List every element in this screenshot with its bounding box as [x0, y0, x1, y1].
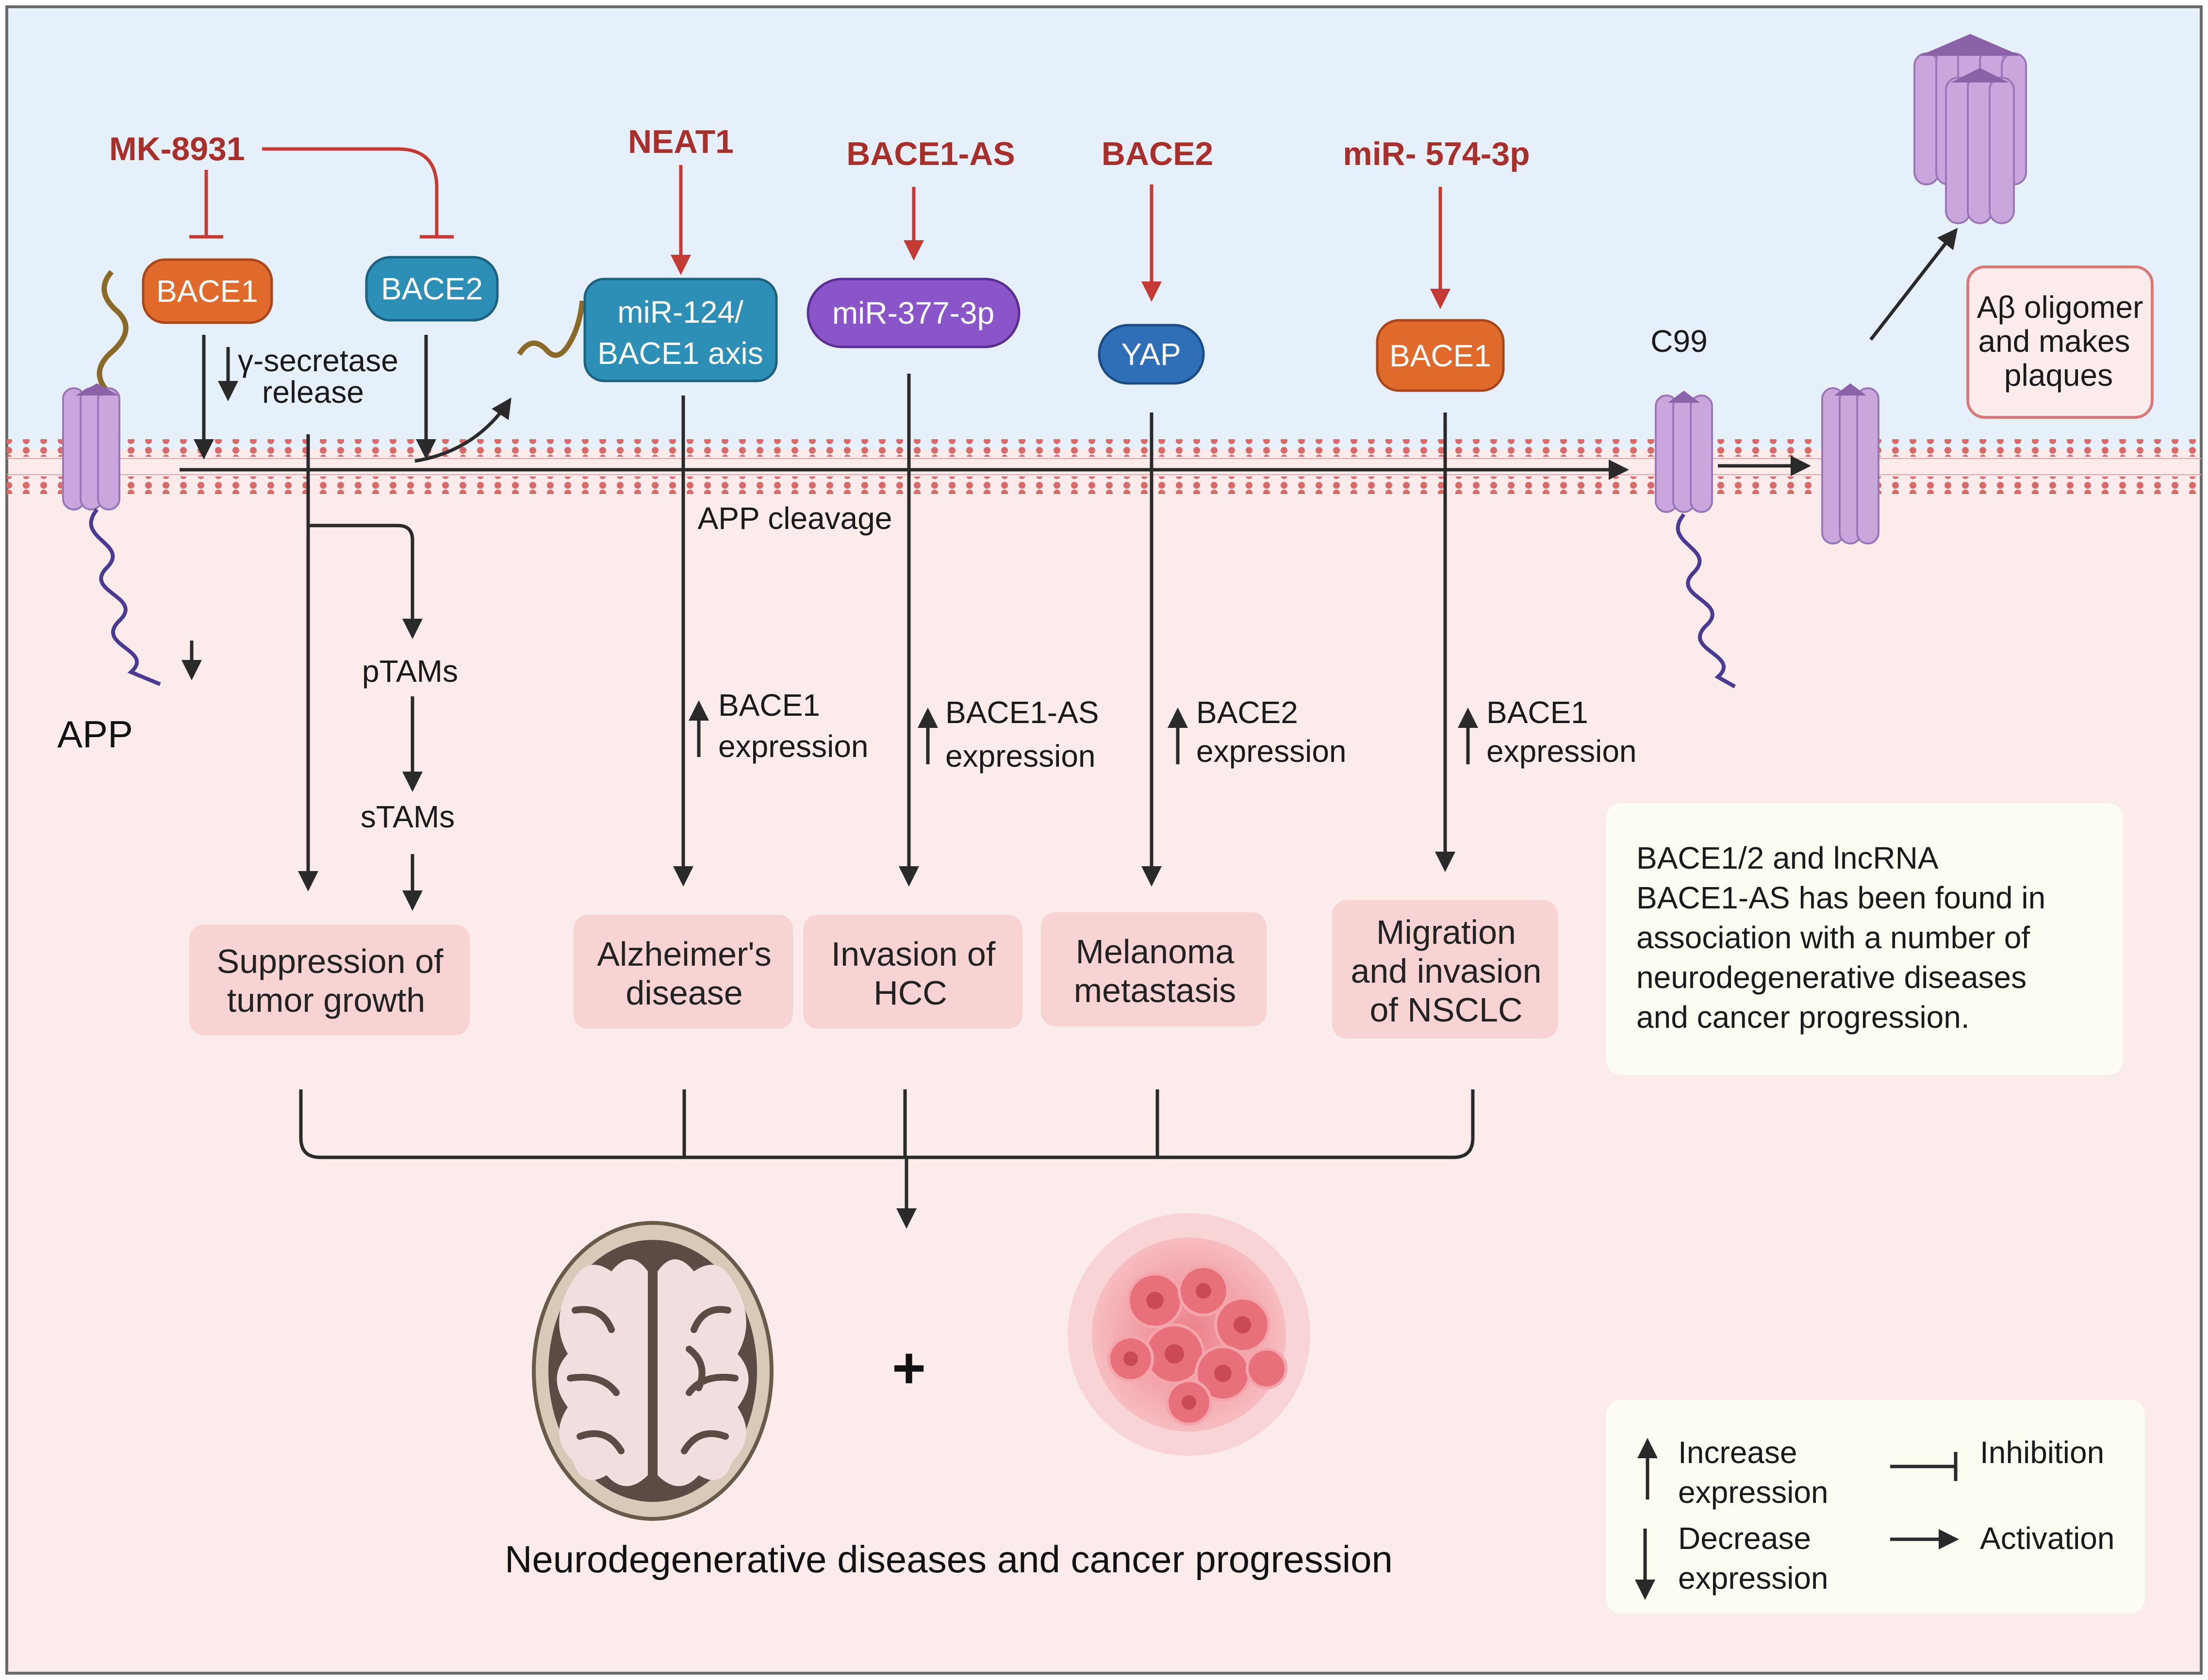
tumor-cell-cluster [1068, 1213, 1310, 1456]
info-line-1: BACE1/2 and lncRNA [1636, 840, 1939, 875]
neat1-label: NEAT1 [628, 123, 734, 160]
expr2-line2: expression [945, 739, 1096, 774]
plaque-line3: plaques [2004, 358, 2113, 393]
brain-illustration [532, 1221, 774, 1521]
tumor-line2: tumor growth [227, 981, 425, 1019]
abeta-receptor [1821, 383, 1879, 544]
bace2-left-box [365, 256, 499, 322]
expr3-line2: expression [1196, 734, 1347, 769]
info-line-4: neurodegenerative diseases [1636, 960, 2027, 995]
expr1-line1: BACE1 [718, 688, 820, 723]
nsclc-line3: of NSCLC [1369, 991, 1522, 1029]
app-label: APP [57, 713, 133, 756]
alzheimers-box [574, 915, 793, 1029]
mir124-box [583, 278, 778, 382]
gamma-secretase-label-2: release [262, 375, 364, 410]
released-fragment-squiggle [517, 300, 585, 358]
gamma-secretase-label-1: γ-secretase [238, 343, 398, 378]
melanoma-box [1041, 912, 1267, 1026]
ptams-label: pTAMs [362, 654, 458, 689]
c99-label: C99 [1650, 324, 1707, 359]
app-receptor [62, 270, 161, 686]
expr2-line1: BACE1-AS [945, 695, 1099, 730]
info-box [1606, 803, 2123, 1075]
legend-box [1606, 1400, 2145, 1614]
nsclc-line1: Migration [1376, 913, 1516, 951]
mir377-label: miR-377-3p [832, 296, 994, 330]
app-cleavage-label: APP cleavage [698, 501, 892, 536]
expr4-line1: BACE1 [1486, 695, 1588, 730]
bace1-right-box [1376, 319, 1505, 392]
mir377-box [807, 278, 1021, 348]
mel-line2: metastasis [1074, 972, 1236, 1009]
mel-line1: Melanoma [1076, 933, 1235, 971]
legend-increase-line2: expression [1678, 1475, 1829, 1510]
plus-sign: + [892, 1335, 926, 1400]
expr4-line2: expression [1486, 734, 1637, 769]
info-line-5: and cancer progression. [1636, 1000, 1970, 1035]
nsclc-line2: and invasion [1351, 952, 1541, 990]
tumor-suppression-box [189, 924, 470, 1035]
mir124-label-2: BACE1 axis [597, 336, 763, 371]
mir124-label-1: miR-124/ [617, 295, 743, 329]
abeta-oligomer-cluster [1913, 34, 2027, 224]
plaque-line1: Aβ oligomer [1977, 290, 2143, 325]
c99-receptor [1655, 391, 1736, 689]
yap-label: YAP [1121, 337, 1181, 372]
ptams-branch-line [308, 524, 423, 639]
bace1-left-label: BACE1 [156, 274, 258, 309]
bace1-as-label: BACE1-AS [846, 135, 1015, 172]
legend-inhibition-label: Inhibition [1980, 1435, 2104, 1470]
bace1-left-box [142, 258, 273, 324]
yap-box [1098, 324, 1205, 385]
bracket-connectors [682, 1089, 1159, 1157]
outcome-bracket [299, 1089, 1475, 1159]
release-curve-arrow [414, 397, 511, 463]
oligomer-arrow [1869, 228, 1958, 341]
legend-increase-line1: Increase [1678, 1435, 1797, 1470]
alz-line2: disease [626, 974, 742, 1012]
expr1-line2: expression [718, 729, 869, 764]
extracellular-background [7, 7, 2201, 449]
mk8931-label: MK-8931 [109, 131, 245, 167]
mir574-label: miR- 574-3p [1343, 135, 1530, 172]
tumor-line1: Suppression of [217, 942, 444, 980]
bace1-right-label: BACE1 [1389, 338, 1491, 373]
alz-line1: Alzheimer's [597, 935, 772, 973]
final-label: Neurodegenerative diseases and cancer pr… [505, 1538, 1393, 1581]
legend-activation-label: Activation [1980, 1521, 2114, 1556]
info-line-3: association with a number of [1636, 920, 2030, 955]
mk8931-inhibit-bace2 [262, 147, 439, 235]
hcc-line1: Invasion of [831, 935, 996, 973]
hcc-box [803, 915, 1022, 1029]
bace2-left-label: BACE2 [381, 271, 483, 306]
stams-label: sTAMs [361, 799, 455, 834]
bace2-regulator-label: BACE2 [1102, 135, 1214, 172]
hcc-line2: HCC [873, 974, 947, 1012]
info-line-2: BACE1-AS has been found in [1636, 880, 2045, 915]
expr3-line1: BACE2 [1196, 695, 1298, 730]
nsclc-box [1332, 900, 1558, 1038]
plaque-line2: and makes [1978, 324, 2130, 359]
legend-decrease-line1: Decrease [1678, 1521, 1811, 1556]
plaque-box [1966, 265, 2154, 419]
legend-decrease-line2: expression [1678, 1561, 1829, 1596]
figure-border [5, 5, 2203, 1675]
